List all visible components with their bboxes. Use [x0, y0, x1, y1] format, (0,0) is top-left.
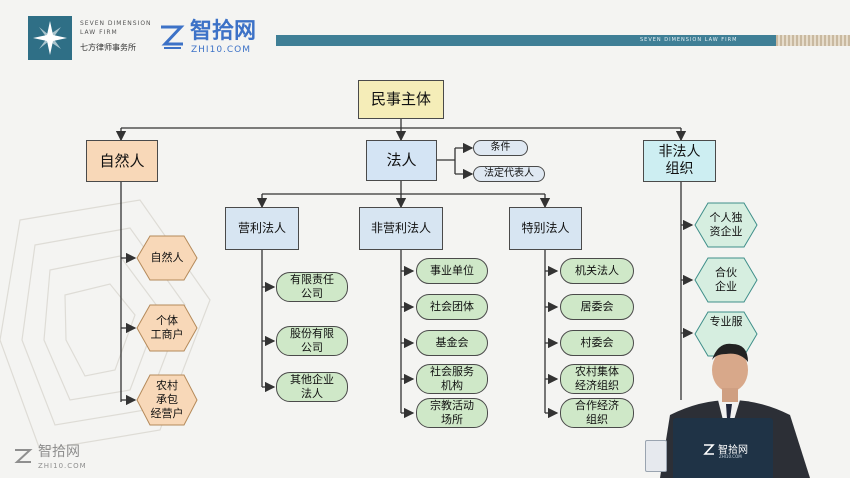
pill-village-committee-label: 村委会: [580, 336, 614, 350]
node-special-label: 特别法人: [521, 221, 570, 235]
laptop-brand: 智拾网: [718, 445, 748, 456]
node-non-legal-line1: 非法人: [658, 143, 701, 160]
hex-rural-contractor-label: 农村承包经营户: [151, 379, 184, 420]
laptop: 智拾网 ZHI10.COM: [673, 418, 773, 478]
hex-rural-contractor: 农村承包经营户: [136, 374, 198, 426]
header-banner-pattern: [776, 35, 850, 46]
pill-llc: 有限责任 公司: [276, 272, 348, 302]
node-nonprofit-legal-person: 非营利法人: [359, 207, 443, 250]
pill-foundation: 基金会: [416, 330, 488, 356]
pill-village-committee: 村委会: [560, 330, 634, 356]
seven-dimension-logo-icon: [28, 16, 72, 60]
pill-public-institution: 事业单位: [416, 258, 488, 284]
hex-rural-line1: 农村: [156, 379, 178, 393]
pill-social-organization-label: 社会团体: [430, 300, 474, 314]
pill-rural-collective-line2: 经济组织: [575, 379, 619, 392]
pill-public-institution-label: 事业单位: [430, 264, 474, 278]
watermark-url: ZHI10.COM: [38, 462, 87, 470]
pill-joint-stock-line1: 股份有限: [290, 327, 334, 341]
hex-sole-proprietorship-label: 个人独资企业: [710, 211, 743, 239]
hex-rural-line2: 承包: [156, 393, 178, 407]
node-civil-subject-label: 民事主体: [370, 90, 431, 109]
hex-partnership-line2: 企业: [715, 280, 737, 293]
brand-url: ZHI10.COM: [191, 45, 252, 55]
pill-other-enterprise-line2: 法人: [301, 387, 323, 400]
firm-name-cn: 七方律师事务所: [80, 43, 136, 52]
node-profit-label: 营利法人: [237, 221, 286, 235]
pill-foundation-label: 基金会: [435, 336, 469, 350]
laptop-url: ZHI10.COM: [719, 454, 742, 459]
node-profit-legal-person: 营利法人: [225, 207, 299, 250]
header: SEVEN DIMENSION LAW FIRM 七方律师事务所 智拾网 ZHI…: [0, 0, 850, 70]
node-natural-person: 自然人: [86, 140, 158, 182]
hex-individual-business-label: 个体工商户: [151, 314, 184, 342]
laptop-logo-icon: [702, 442, 716, 456]
node-conditions: 条件: [473, 140, 528, 156]
node-civil-subject: 民事主体: [358, 80, 444, 119]
pill-social-service-line1: 社会服务: [430, 365, 474, 379]
hex-individual-business: 个体工商户: [136, 304, 198, 352]
pill-other-enterprise: 其他企业 法人: [276, 372, 348, 402]
hex-partnership-label: 合伙企业: [715, 266, 737, 294]
pill-rural-collective: 农村集体 经济组织: [560, 364, 634, 394]
hex-sole-proprietorship: 个人独资企业: [694, 202, 758, 248]
hex-professional-service-label: 专业服: [709, 315, 743, 329]
hex-individual-business-line2: 工商户: [150, 328, 184, 341]
firm-name-en-1: SEVEN DIMENSION: [80, 20, 152, 27]
firm-name-en-2: LAW FIRM: [80, 29, 118, 36]
hex-individual-business-line1: 个体: [156, 314, 178, 328]
node-non-legal-line2: 组织: [665, 161, 694, 177]
pill-social-organization: 社会团体: [416, 294, 488, 320]
pill-rural-collective-line1: 农村集体: [575, 365, 619, 379]
pill-religious-venue-line1: 宗教活动: [430, 399, 474, 413]
pill-government-organ: 机关法人: [560, 258, 634, 284]
hex-partnership-line1: 合伙: [715, 266, 737, 280]
banner-text: SEVEN DIMENSION LAW FIRM: [640, 37, 738, 43]
node-non-legal-org: 非法人 组织: [643, 140, 716, 182]
pill-cooperative: 合作经济 组织: [560, 398, 634, 428]
pill-social-service: 社会服务 机构: [416, 364, 488, 394]
pill-religious-venue: 宗教活动 场所: [416, 398, 488, 428]
pill-government-organ-label: 机关法人: [575, 264, 619, 278]
pill-joint-stock-line2: 公司: [301, 341, 323, 354]
header-banner: [276, 35, 776, 46]
node-natural-person-label: 自然人: [99, 151, 145, 170]
pill-residents-committee-label: 居委会: [580, 300, 614, 314]
hex-sole-line1: 个人独: [709, 211, 743, 225]
node-conditions-label: 条件: [490, 141, 511, 153]
node-legal-person-label: 法人: [386, 151, 417, 170]
watermark-logo-icon: [12, 446, 34, 468]
pill-other-enterprise-line1: 其他企业: [290, 373, 334, 387]
hex-rural-line3: 经营户: [150, 406, 184, 420]
pill-joint-stock: 股份有限 公司: [276, 326, 348, 356]
pill-cooperative-line2: 组织: [586, 413, 608, 426]
brand-name: 智拾网: [190, 19, 257, 44]
node-legal-person: 法人: [366, 140, 437, 181]
hex-natural-person-label: 自然人: [150, 251, 184, 265]
watermark-brand: 智拾网: [38, 444, 80, 460]
hex-sole-line2: 资企业: [709, 225, 743, 238]
pill-cooperative-line1: 合作经济: [575, 399, 619, 413]
pill-residents-committee: 居委会: [560, 294, 634, 320]
node-nonprofit-label: 非营利法人: [370, 221, 431, 235]
hex-natural-person: 自然人: [136, 235, 198, 281]
zhi10-logo-icon: [157, 22, 187, 52]
pill-social-service-line2: 机构: [441, 379, 463, 392]
pill-llc-line2: 公司: [301, 287, 323, 300]
pill-religious-venue-line2: 场所: [441, 413, 463, 426]
desk-cup: [645, 440, 667, 472]
node-legal-representative-label: 法定代表人: [484, 167, 534, 179]
pill-llc-line1: 有限责任: [290, 273, 334, 287]
node-legal-representative: 法定代表人: [473, 166, 545, 182]
node-special-legal-person: 特别法人: [509, 207, 582, 250]
hex-partnership: 合伙企业: [694, 257, 758, 303]
